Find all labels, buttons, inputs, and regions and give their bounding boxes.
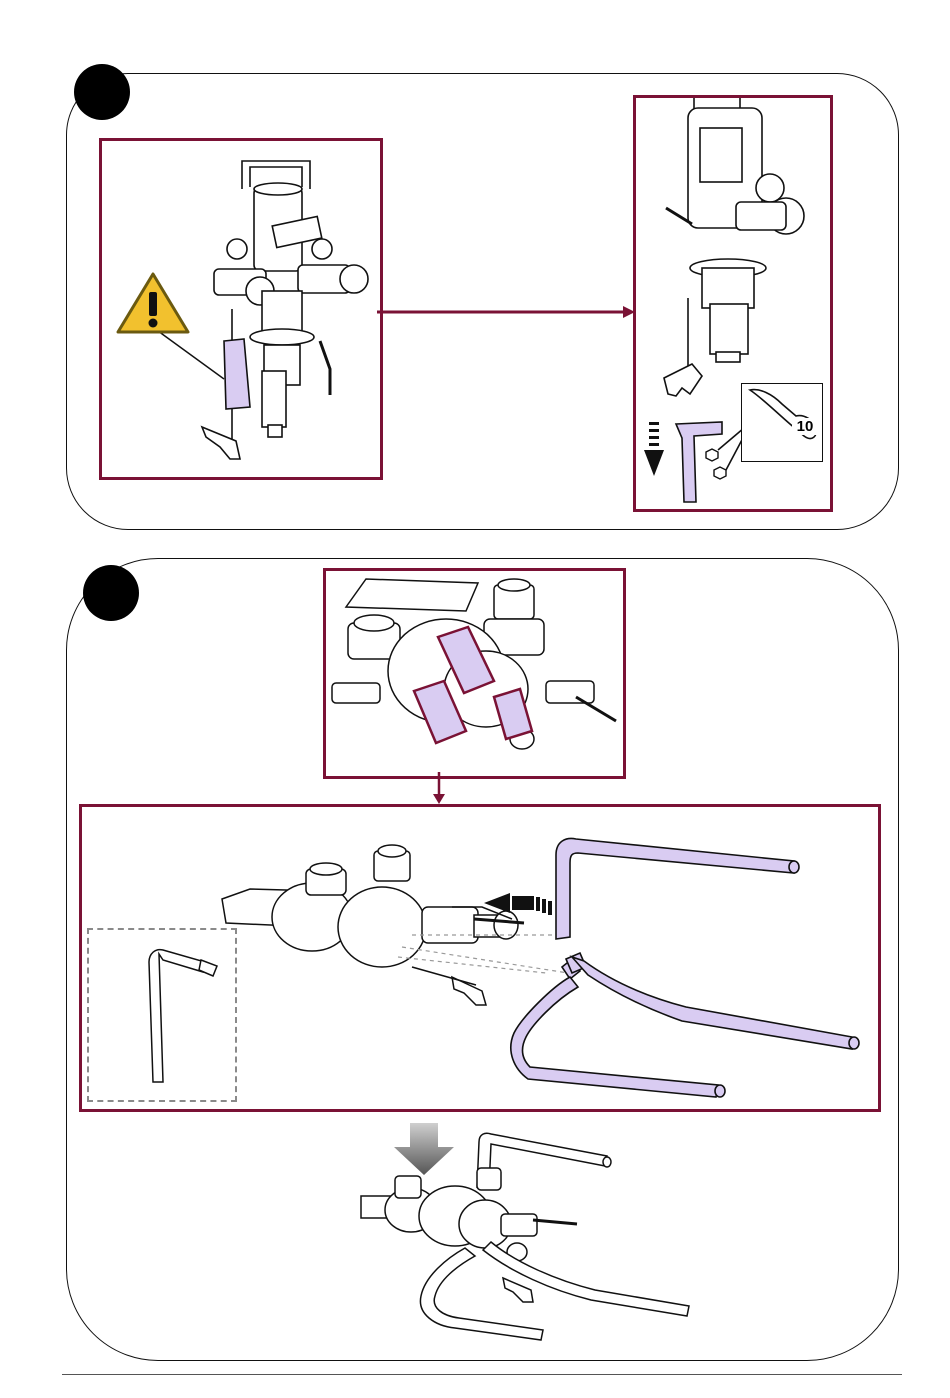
warning-triangle-icon — [114, 270, 192, 336]
assembled-result-illustration — [355, 1130, 615, 1340]
mount-points-frame — [323, 568, 626, 779]
step-2-badge — [83, 565, 139, 621]
step-1-connector-arrow — [377, 306, 637, 318]
spare-bar-inset — [87, 928, 237, 1102]
wrench-size-label: 10 — [792, 418, 818, 435]
wrench-callout-box: 10 — [741, 383, 823, 462]
mount-points-illustration — [326, 571, 623, 776]
step-1-badge — [74, 64, 130, 120]
step-2-connector-arrow — [433, 772, 445, 806]
spare-bar-illustration — [89, 930, 235, 1100]
dashed-down-arrow-icon — [644, 422, 664, 476]
page-footer-rule — [62, 1374, 902, 1375]
